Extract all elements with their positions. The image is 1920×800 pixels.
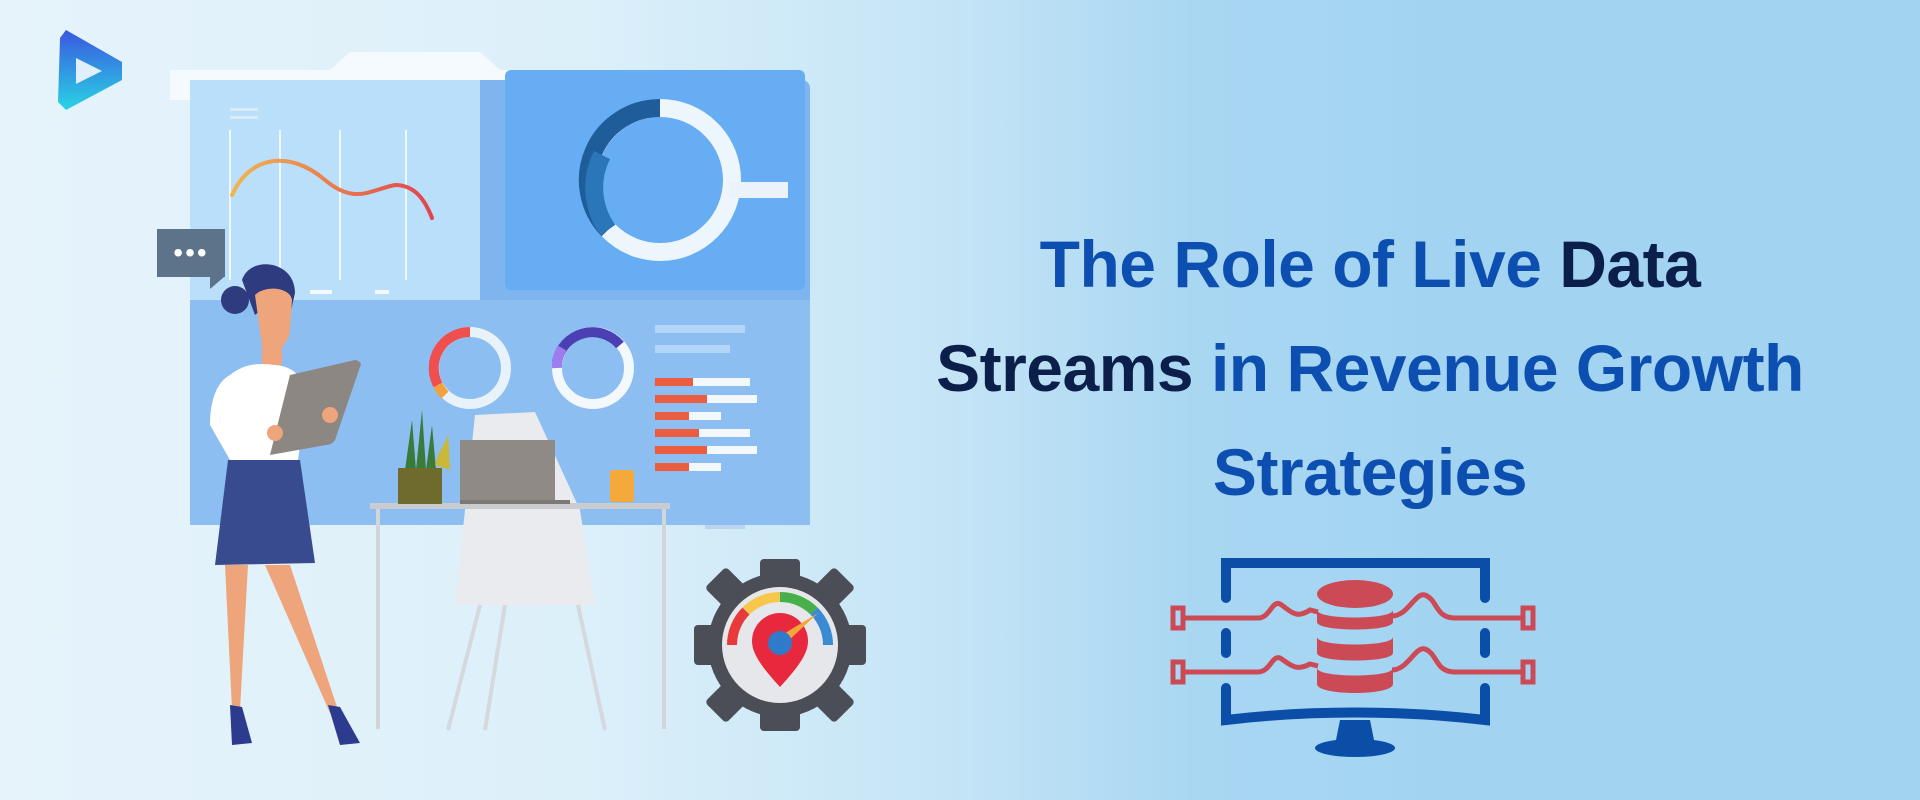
- chat-dots: •••: [173, 237, 209, 268]
- title-line-1: The Role of Live Data: [880, 212, 1860, 316]
- chat-bubble-tail: [210, 277, 224, 289]
- title-line-3: Strategies: [880, 420, 1860, 524]
- title-line-3-part-1: Strategies: [1212, 435, 1528, 509]
- monitor-database-icon: [1170, 558, 1536, 757]
- title-line-1-part-2: Data: [1559, 227, 1701, 301]
- title-line-2: Streams in Revenue Growth: [880, 316, 1860, 420]
- dashboard-illustration: [170, 52, 810, 731]
- chat-bubble-icon: •••: [157, 229, 225, 277]
- page-title: The Role of Live Data Streams in Revenue…: [880, 212, 1860, 524]
- gear-speedometer-icon: [694, 559, 866, 731]
- title-line-2-part-1: Streams: [936, 331, 1211, 405]
- title-line-1-part-1: The Role of Live: [1039, 227, 1560, 301]
- logo-play-icon[interactable]: [56, 28, 126, 112]
- title-line-2-part-2: in Revenue Growth: [1210, 331, 1804, 405]
- woman-figure: [210, 264, 361, 745]
